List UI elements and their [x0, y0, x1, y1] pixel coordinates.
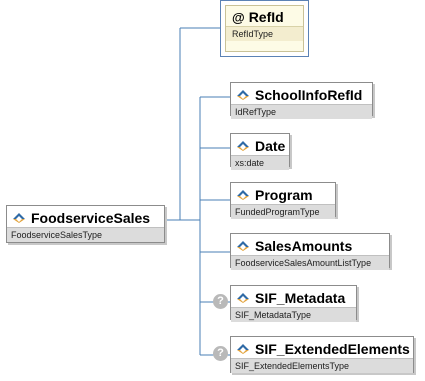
element-icon: [237, 141, 249, 151]
element-node-program[interactable]: Program FundedProgramType: [230, 182, 336, 219]
root-element-node[interactable]: FoodserviceSales FoodserviceSalesType: [6, 205, 165, 243]
element-node-schoolinforefid[interactable]: SchoolInfoRefId IdRefType: [230, 82, 373, 119]
element-type: SIF_ExtendedElementsType: [231, 358, 413, 373]
root-element-type: FoodserviceSalesType: [7, 227, 164, 242]
element-name: SIF_ExtendedElements: [255, 341, 410, 357]
element-icon: [237, 344, 249, 354]
attribute-node[interactable]: @ RefId RefIdType: [220, 0, 309, 57]
element-name: Program: [255, 187, 313, 203]
element-type: xs:date: [231, 155, 289, 170]
element-node-sif-extendedelements[interactable]: SIF_ExtendedElements SIF_ExtendedElement…: [230, 336, 414, 373]
optional-marker-icon: ?: [213, 346, 228, 361]
optional-marker-icon: ?: [213, 294, 228, 309]
element-name: SchoolInfoRefId: [255, 87, 363, 103]
element-icon: [237, 241, 249, 251]
element-name: Date: [255, 138, 286, 154]
element-type: SIF_MetadataType: [231, 307, 356, 322]
element-node-sif-metadata[interactable]: SIF_Metadata SIF_MetadataType: [230, 285, 357, 322]
element-icon: [237, 90, 249, 100]
element-node-salesamounts[interactable]: SalesAmounts FoodserviceSalesAmountListT…: [230, 233, 390, 270]
element-type: FoodserviceSalesAmountListType: [231, 255, 389, 270]
attribute-type: RefIdType: [226, 26, 303, 41]
element-icon: [237, 190, 249, 200]
element-node-date[interactable]: Date xs:date: [230, 133, 290, 170]
element-type: IdRefType: [231, 104, 372, 119]
attribute-at-icon: @: [232, 9, 245, 25]
element-icon: [13, 213, 25, 223]
element-name: SalesAmounts: [255, 238, 353, 254]
attribute-name: RefId: [248, 9, 284, 25]
element-type: FundedProgramType: [231, 204, 335, 219]
element-icon: [237, 293, 249, 303]
root-element-name: FoodserviceSales: [31, 210, 151, 226]
element-name: SIF_Metadata: [255, 290, 346, 306]
